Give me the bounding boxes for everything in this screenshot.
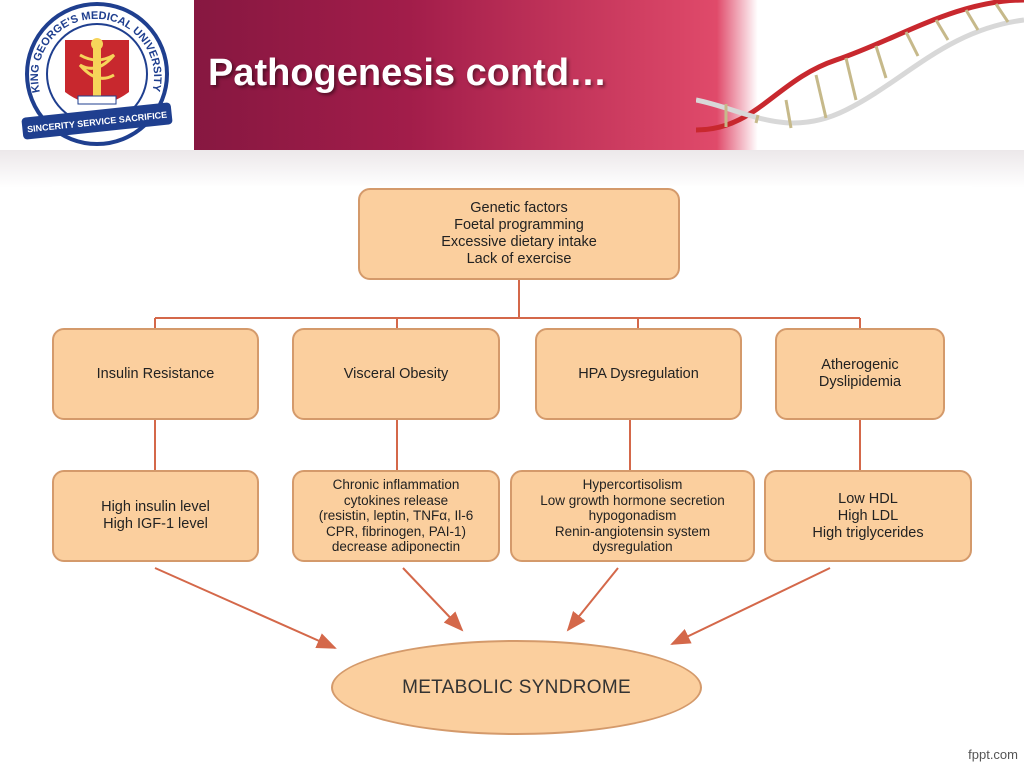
- dna-helix-icon: [696, 0, 1024, 133]
- university-seal-icon: KING GEORGE'S MEDICAL UNIVERSITY LUCKNOW…: [0, 0, 173, 146]
- outcome-arrow-3: [566, 567, 619, 632]
- root-cause-item: Excessive dietary intake: [441, 234, 597, 250]
- outcome-arrow-4: [670, 567, 831, 645]
- effect-item: Low growth hormone secretion: [540, 492, 725, 508]
- effect-item: (resistin, leptin, TNFα, Il-6: [318, 508, 474, 524]
- outcome-label: METABOLIC SYNDROME: [402, 676, 631, 698]
- effect-item: High triglycerides: [812, 524, 924, 541]
- effects-box-atherogenic-dyslipidemia: Low HDL High LDL High triglycerides: [764, 470, 972, 562]
- outcome-arrow-1: [154, 567, 337, 649]
- effects-box-insulin-resistance: High insulin level High IGF-1 level: [52, 470, 259, 562]
- effect-item: High LDL: [837, 507, 899, 524]
- branch-label: Visceral Obesity: [343, 365, 449, 382]
- branch-box-insulin-resistance: Insulin Resistance: [52, 328, 259, 420]
- effect-item: Hypercortisolism: [582, 477, 683, 493]
- root-cause-item: Genetic factors: [470, 200, 568, 216]
- effects-box-hpa-dysregulation: Hypercortisolism Low growth hormone secr…: [510, 470, 755, 562]
- branch-label: Dyslipidemia: [818, 374, 902, 390]
- branch-label: HPA Dysregulation: [578, 365, 699, 382]
- effect-item: cytokines release: [343, 492, 449, 508]
- effects-box-visceral-obesity: Chronic inflammation cytokines release (…: [292, 470, 500, 562]
- root-cause-item: Foetal programming: [454, 217, 584, 233]
- footer-watermark: fppt.com: [968, 747, 1018, 762]
- root-cause-item: Lack of exercise: [466, 251, 572, 267]
- effect-item: CPR, fibrinogen, PAI-1): [325, 523, 467, 539]
- effect-item: hypogonadism: [588, 508, 677, 524]
- effect-item: High IGF-1 level: [103, 516, 208, 532]
- root-causes-box: Genetic factors Foetal programming Exces…: [358, 188, 680, 280]
- branch-box-atherogenic-dyslipidemia: Atherogenic Dyslipidemia: [775, 328, 945, 420]
- outcome-metabolic-syndrome: METABOLIC SYNDROME: [331, 640, 702, 735]
- branch-box-visceral-obesity: Visceral Obesity: [292, 328, 500, 420]
- header-shadow: [0, 150, 1024, 188]
- branch-box-hpa-dysregulation: HPA Dysregulation: [535, 328, 742, 420]
- effect-item: Low HDL: [838, 490, 898, 507]
- slide-title: Pathogenesis contd…: [208, 52, 608, 94]
- outcome-arrow-2: [402, 567, 464, 632]
- effect-item: Chronic inflammation: [332, 477, 460, 493]
- effect-item: Renin-angiotensin system: [554, 523, 711, 539]
- branch-label: Insulin Resistance: [96, 365, 215, 382]
- effect-item: decrease adiponectin: [331, 539, 461, 555]
- effect-item: dysregulation: [592, 539, 673, 555]
- slide-header: KING GEORGE'S MEDICAL UNIVERSITY LUCKNOW…: [0, 0, 1024, 150]
- effect-item: High insulin level: [101, 499, 210, 515]
- branch-label: Atherogenic: [821, 357, 899, 373]
- university-logo: KING GEORGE'S MEDICAL UNIVERSITY LUCKNOW…: [0, 0, 194, 150]
